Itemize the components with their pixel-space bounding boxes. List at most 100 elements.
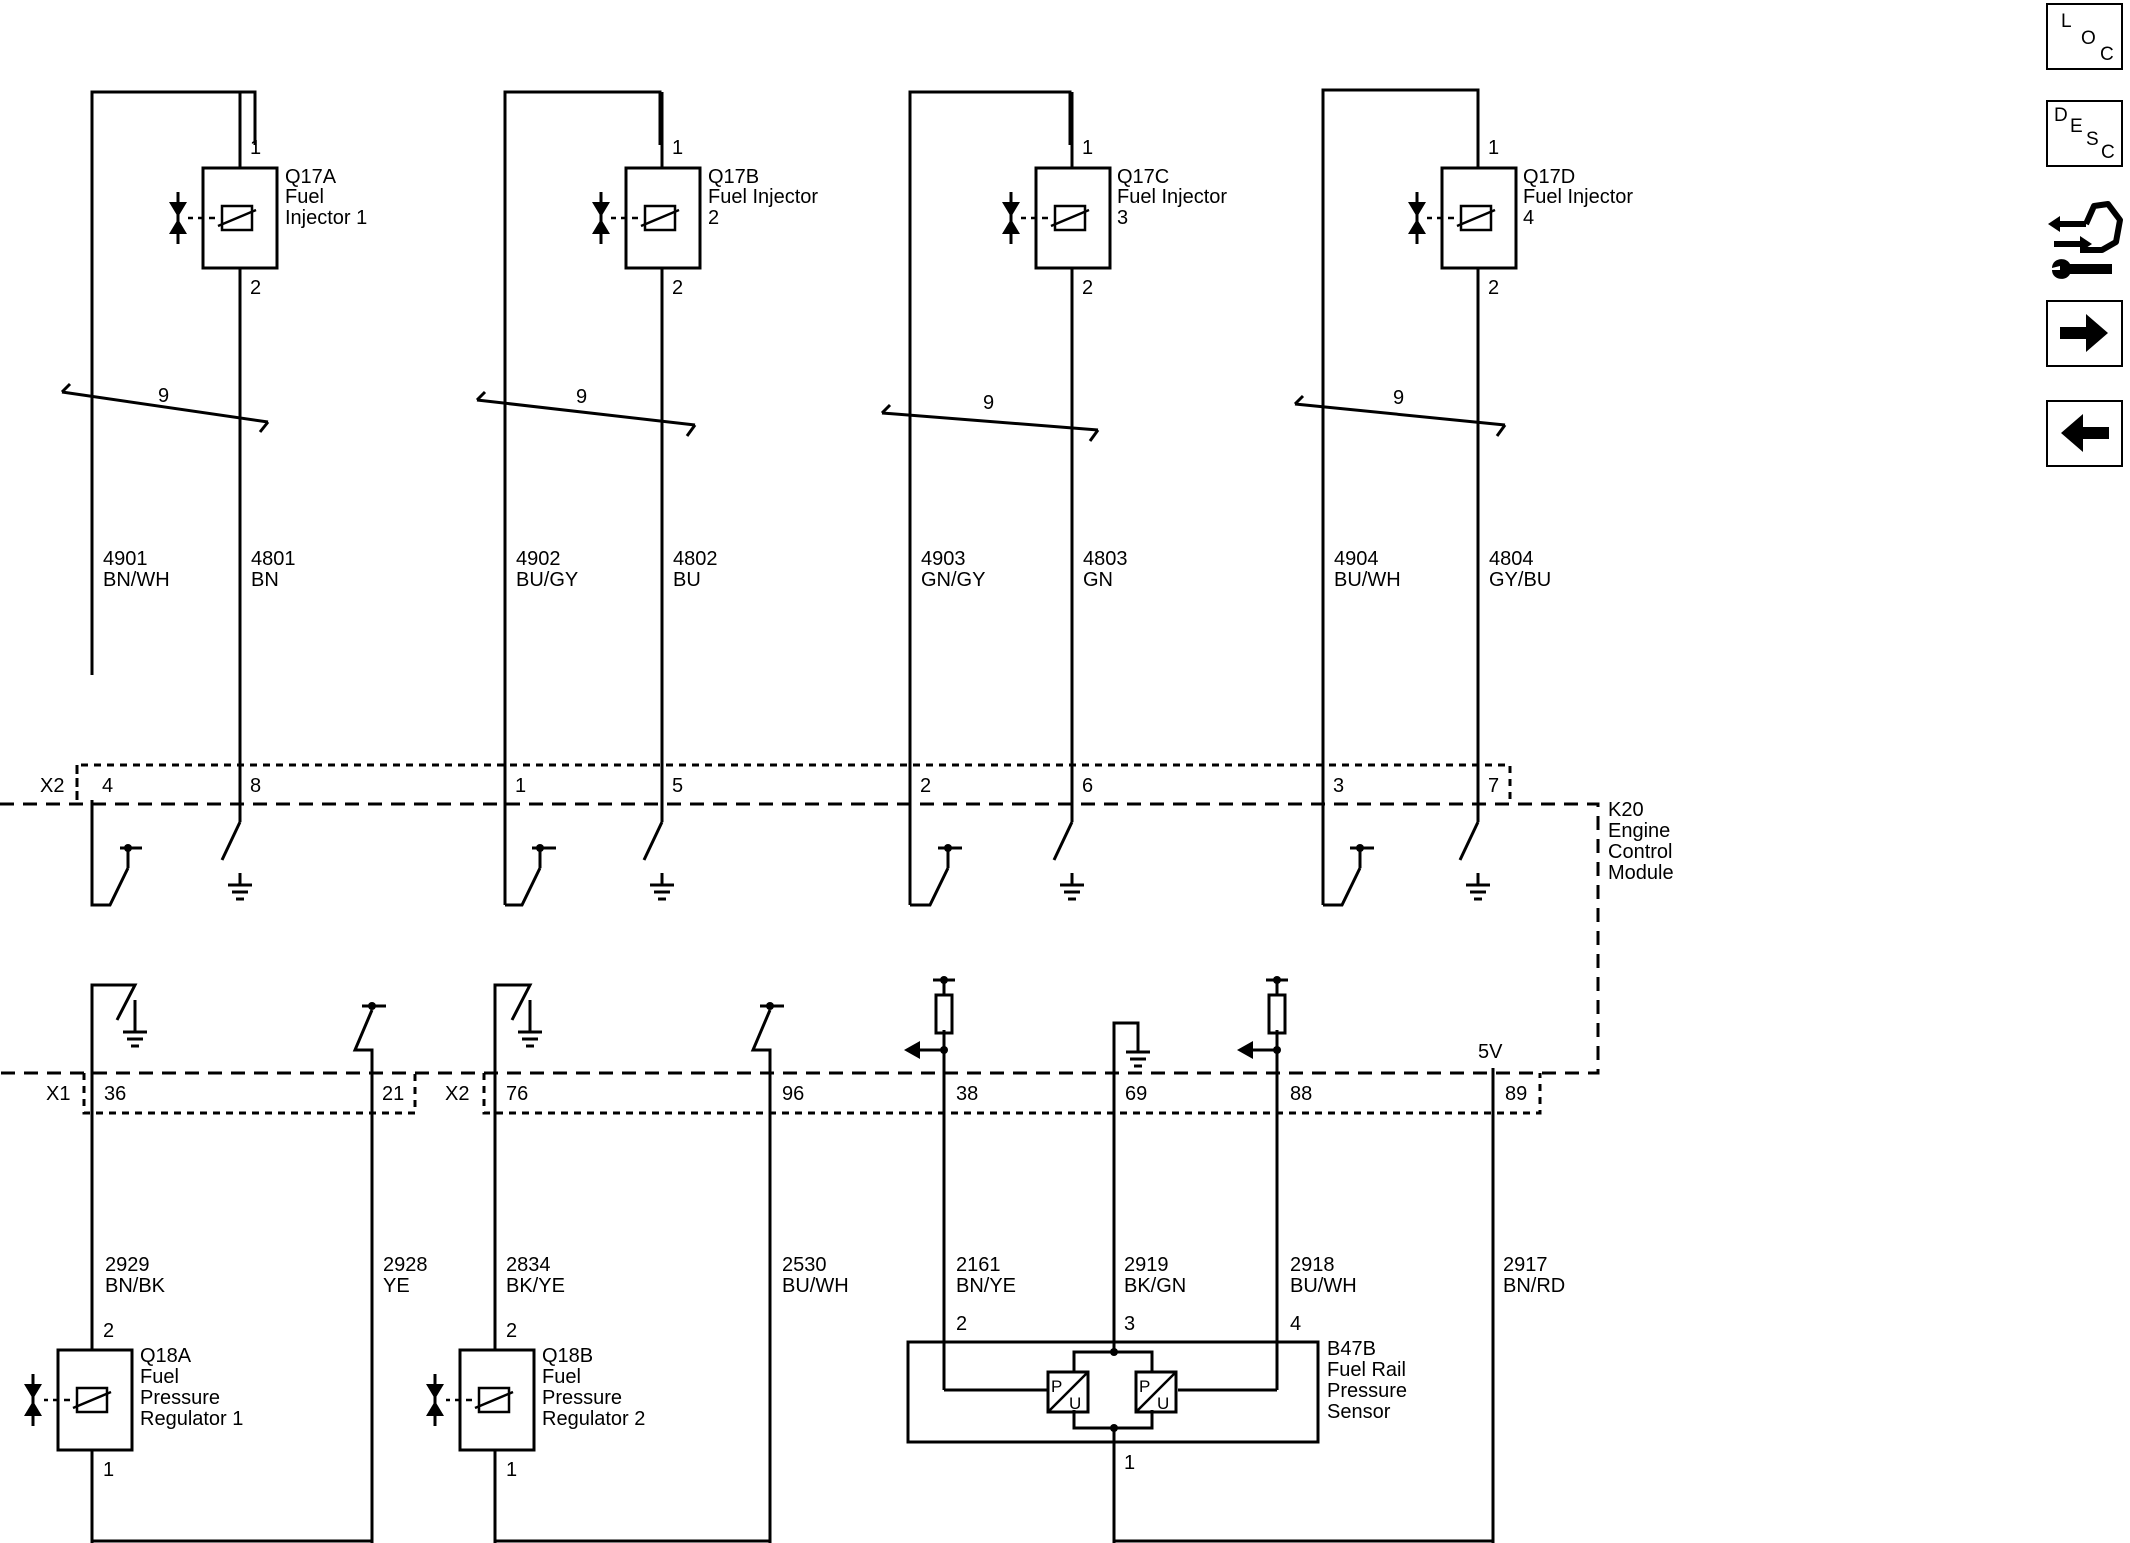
svg-text:3: 3 xyxy=(1117,207,1128,229)
svg-text:Control: Control xyxy=(1608,841,1672,863)
svg-text:6: 6 xyxy=(1082,775,1093,797)
loc-button[interactable]: L O C xyxy=(2046,3,2123,70)
svg-text:36: 36 xyxy=(104,1083,126,1105)
regulator-q18a: 2 1 Q18A Fuel Pressure Regulator 1 xyxy=(24,1320,243,1543)
svg-text:2929: 2929 xyxy=(105,1254,150,1276)
svg-text:Fuel: Fuel xyxy=(542,1366,581,1388)
svg-text:4904: 4904 xyxy=(1334,548,1379,570)
svg-text:96: 96 xyxy=(782,1083,804,1105)
lower-wiring: 2929 BN/BK 2928 YE 2834 BK/YE 2530 BU/WH… xyxy=(90,1108,1565,1543)
injector-q17d: Q17D Fuel Injector 4 1 2 9 4904 BU/WH 48… xyxy=(1293,88,1633,905)
svg-text:Q17C: Q17C xyxy=(1117,166,1169,188)
svg-text:7: 7 xyxy=(1488,775,1499,797)
svg-text:X2: X2 xyxy=(40,775,64,797)
svg-text:U: U xyxy=(1157,1394,1169,1413)
svg-text:2: 2 xyxy=(1082,277,1093,299)
svg-text:1: 1 xyxy=(103,1459,114,1481)
svg-text:1: 1 xyxy=(506,1459,517,1481)
svg-text:BK/YE: BK/YE xyxy=(506,1275,565,1297)
injector-q17a: Q17A Fuel Injector 1 1 2 9 4901 BN/WH 48… xyxy=(60,90,367,822)
svg-text:21: 21 xyxy=(382,1083,404,1105)
svg-text:88: 88 xyxy=(1290,1083,1312,1105)
loc-c: C xyxy=(2100,44,2114,65)
sensor-b47b: 2 3 4 1 B47B Fuel Rail Pressure Sensor P… xyxy=(906,1313,1407,1543)
arrow-left-icon xyxy=(2061,414,2109,452)
svg-text:4: 4 xyxy=(102,775,113,797)
svg-text:9: 9 xyxy=(983,392,994,414)
svg-text:4803: 4803 xyxy=(1083,548,1128,570)
loc-l: L xyxy=(2061,11,2072,32)
regulator-q18b: 2 1 Q18B Fuel Pressure Regulator 2 xyxy=(426,1320,645,1543)
svg-text:5V: 5V xyxy=(1478,1041,1503,1063)
svg-text:4902: 4902 xyxy=(516,548,561,570)
svg-text:2834: 2834 xyxy=(506,1254,551,1276)
svg-text:2: 2 xyxy=(250,277,261,299)
injector-q17b: Q17B Fuel Injector 2 1 2 9 4902 BU/GY 48… xyxy=(475,90,818,905)
svg-text:Injector 1: Injector 1 xyxy=(285,207,367,229)
next-button[interactable] xyxy=(2046,300,2123,367)
connector-wrench-icon[interactable] xyxy=(2046,194,2126,284)
desc-button[interactable]: D E S C xyxy=(2046,100,2123,167)
svg-text:2: 2 xyxy=(920,775,931,797)
svg-text:2: 2 xyxy=(672,277,683,299)
svg-text:9: 9 xyxy=(576,386,587,408)
svg-text:GN/GY: GN/GY xyxy=(921,569,985,591)
svg-text:K20: K20 xyxy=(1608,799,1644,821)
svg-text:Q18A: Q18A xyxy=(140,1345,192,1367)
svg-text:Pressure: Pressure xyxy=(542,1387,622,1409)
svg-text:3: 3 xyxy=(1124,1313,1135,1335)
svg-text:4901: 4901 xyxy=(103,548,148,570)
svg-text:5: 5 xyxy=(672,775,683,797)
svg-text:1: 1 xyxy=(250,137,261,159)
svg-text:4802: 4802 xyxy=(673,548,718,570)
svg-text:1: 1 xyxy=(1124,1452,1135,1474)
svg-text:Fuel Injector: Fuel Injector xyxy=(708,186,818,208)
svg-text:4903: 4903 xyxy=(921,548,966,570)
svg-text:3: 3 xyxy=(1333,775,1344,797)
svg-text:Fuel: Fuel xyxy=(140,1366,179,1388)
svg-text:Fuel Rail: Fuel Rail xyxy=(1327,1359,1406,1381)
injector-q17c: Q17C Fuel Injector 3 1 2 9 4903 GN/GY 48… xyxy=(880,90,1227,905)
svg-text:GY/BU: GY/BU xyxy=(1489,569,1551,591)
svg-text:X1: X1 xyxy=(46,1083,70,1105)
svg-text:X2: X2 xyxy=(445,1083,469,1105)
svg-text:69: 69 xyxy=(1125,1083,1147,1105)
svg-text:BN/BK: BN/BK xyxy=(105,1275,166,1297)
svg-text:2928: 2928 xyxy=(383,1254,428,1276)
arrow-right-icon xyxy=(2060,314,2108,352)
desc-s: S xyxy=(2086,129,2099,150)
svg-text:9: 9 xyxy=(158,385,169,407)
svg-text:4: 4 xyxy=(1523,207,1534,229)
prev-button[interactable] xyxy=(2046,400,2123,467)
svg-text:Engine: Engine xyxy=(1608,820,1670,842)
svg-text:2161: 2161 xyxy=(956,1254,1001,1276)
svg-text:BU/WH: BU/WH xyxy=(1290,1275,1357,1297)
svg-text:BN/RD: BN/RD xyxy=(1503,1275,1565,1297)
engine-control-module: X2 K20 Engine Control Module xyxy=(0,763,1674,1115)
svg-text:YE: YE xyxy=(383,1275,410,1297)
svg-text:BU/WH: BU/WH xyxy=(1334,569,1401,591)
svg-text:BN/WH: BN/WH xyxy=(103,569,170,591)
svg-text:Pressure: Pressure xyxy=(1327,1380,1407,1402)
desc-e: E xyxy=(2070,116,2083,137)
svg-text:4: 4 xyxy=(1290,1313,1301,1335)
svg-text:Regulator 2: Regulator 2 xyxy=(542,1408,645,1430)
svg-text:B47B: B47B xyxy=(1327,1338,1376,1360)
svg-text:2: 2 xyxy=(103,1320,114,1342)
svg-text:Regulator 1: Regulator 1 xyxy=(140,1408,243,1430)
svg-text:4801: 4801 xyxy=(251,548,296,570)
svg-text:1: 1 xyxy=(515,775,526,797)
svg-text:2: 2 xyxy=(708,207,719,229)
svg-text:BU/WH: BU/WH xyxy=(782,1275,849,1297)
svg-text:89: 89 xyxy=(1505,1083,1527,1105)
svg-text:2: 2 xyxy=(1488,277,1499,299)
svg-text:BU/GY: BU/GY xyxy=(516,569,578,591)
svg-text:38: 38 xyxy=(956,1083,978,1105)
svg-text:P: P xyxy=(1139,1377,1150,1396)
svg-text:4804: 4804 xyxy=(1489,548,1534,570)
svg-text:Module: Module xyxy=(1608,862,1674,884)
svg-text:2: 2 xyxy=(506,1320,517,1342)
svg-text:8: 8 xyxy=(250,775,261,797)
svg-text:BN/YE: BN/YE xyxy=(956,1275,1016,1297)
